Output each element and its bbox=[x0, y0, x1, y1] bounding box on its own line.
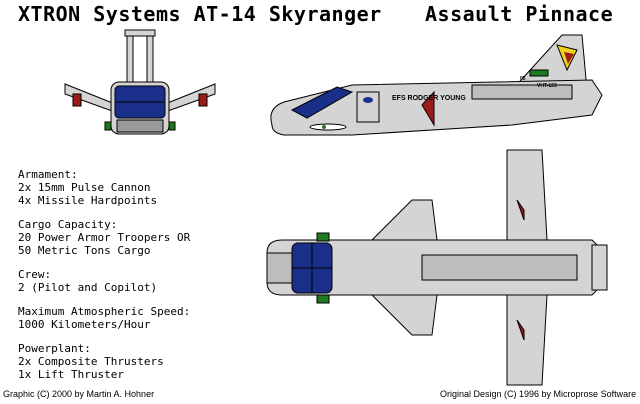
spec-heading: Maximum Atmospheric Speed: bbox=[18, 305, 191, 318]
front-view-drawing bbox=[64, 29, 216, 135]
spec-line: 2 (Pilot and Copilot) bbox=[18, 281, 158, 294]
graphic-credit: Graphic (C) 2000 by Martin A. Hohner bbox=[3, 389, 155, 399]
spec-line: 20 Power Armor Troopers OR bbox=[18, 231, 191, 244]
top-view-drawing bbox=[266, 149, 608, 386]
spec-line: 1000 Kilometers/Hour bbox=[18, 318, 151, 331]
ship-title: XTRON Systems AT-14 Skyranger bbox=[18, 2, 382, 26]
spec-heading: Armament: bbox=[18, 168, 78, 181]
hull-code-label: VHT-123 bbox=[537, 83, 557, 89]
hull-number-label: 05 bbox=[520, 76, 526, 82]
spec-block: Cargo Capacity:20 Power Armor Troopers O… bbox=[18, 218, 258, 257]
spec-heading: Crew: bbox=[18, 268, 52, 281]
design-credit: Original Design (C) 1996 by Microprose S… bbox=[440, 389, 637, 399]
spec-line: 1x Lift Thruster bbox=[18, 368, 124, 381]
spec-heading: Powerplant: bbox=[18, 342, 91, 355]
spec-line: 2x 15mm Pulse Cannon bbox=[18, 181, 151, 194]
spec-block: Maximum Atmospheric Speed:1000 Kilometer… bbox=[18, 305, 258, 331]
spec-heading: Cargo Capacity: bbox=[18, 218, 118, 231]
spec-line: 2x Composite Thrusters bbox=[18, 355, 164, 368]
ship-subtitle: Assault Pinnace bbox=[425, 2, 614, 26]
side-view-drawing: EFS RODGER YOUNG VHT-123 05 bbox=[270, 34, 603, 136]
spec-line: 50 Metric Tons Cargo bbox=[18, 244, 151, 257]
spec-line: 4x Missile Hardpoints bbox=[18, 194, 158, 207]
spec-block: Crew:2 (Pilot and Copilot) bbox=[18, 268, 258, 294]
ship-name-label: EFS RODGER YOUNG bbox=[392, 95, 466, 102]
